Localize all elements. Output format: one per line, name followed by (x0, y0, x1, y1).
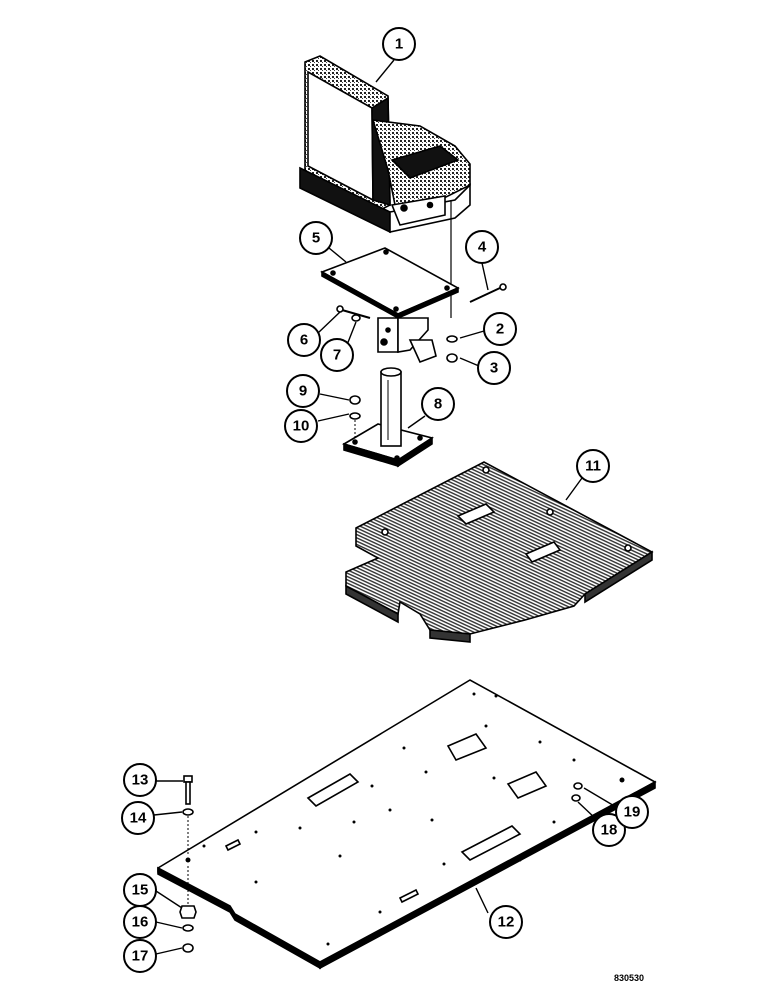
callout-18: 18 (592, 813, 626, 847)
bolt-4-part (469, 283, 507, 303)
svg-text:14: 14 (130, 810, 147, 827)
svg-text:7: 7 (333, 347, 341, 364)
callout-13: 13 (123, 763, 157, 797)
svg-text:6: 6 (300, 332, 308, 349)
callout-2: 2 (483, 312, 517, 346)
callout-12: 12 (489, 905, 523, 939)
svg-text:10: 10 (293, 418, 310, 435)
washer-16-part (182, 924, 194, 932)
bolt-13-part (183, 775, 193, 805)
seat-part (299, 55, 471, 318)
svg-text:19: 19 (624, 804, 641, 821)
callout-11: 11 (576, 449, 610, 483)
callout-9: 9 (286, 374, 320, 408)
adapter-plate-part (320, 247, 460, 320)
callout-5: 5 (299, 221, 333, 255)
nut-15-part (179, 866, 197, 919)
washer-18-part (571, 794, 581, 802)
callout-16: 16 (123, 905, 157, 939)
callout-4: 4 (465, 230, 499, 264)
callout-14: 14 (121, 801, 155, 835)
svg-text:5: 5 (312, 230, 320, 247)
svg-text:16: 16 (132, 914, 149, 931)
swivel-bracket-part (377, 317, 437, 364)
svg-text:3: 3 (490, 360, 498, 377)
callout-7: 7 (320, 338, 354, 372)
callout-6: 6 (287, 323, 321, 357)
svg-text:17: 17 (132, 948, 149, 965)
svg-text:15: 15 (132, 882, 149, 899)
callout-8: 8 (421, 387, 455, 421)
svg-text:13: 13 (132, 772, 149, 789)
svg-text:4: 4 (478, 239, 487, 256)
callout-3: 3 (477, 351, 511, 385)
washer-14-part (182, 808, 194, 856)
nut-19-part (573, 782, 583, 790)
callout-15: 15 (123, 873, 157, 907)
svg-text:12: 12 (498, 914, 515, 931)
nut-17-part (182, 943, 194, 953)
pedestal-part (342, 367, 434, 468)
svg-text:18: 18 (601, 822, 618, 839)
floor-mat-part (345, 461, 654, 643)
floor-plate-part (157, 679, 657, 970)
svg-text:8: 8 (434, 396, 442, 413)
nut-3-part (446, 353, 458, 363)
washer-10-part (349, 412, 361, 438)
svg-text:1: 1 (395, 36, 403, 53)
washer-2-part (446, 335, 458, 343)
leader-lines (153, 59, 617, 955)
drawing-reference-code: 830530 (614, 973, 644, 983)
nut-9-part (349, 395, 361, 405)
callout-10: 10 (284, 409, 318, 443)
callout-19: 19 (615, 795, 649, 829)
svg-text:2: 2 (496, 321, 504, 338)
washer-7-part (351, 314, 361, 322)
svg-text:9: 9 (299, 383, 307, 400)
svg-text:11: 11 (585, 458, 601, 475)
callout-17: 17 (123, 939, 157, 973)
callout-1: 1 (382, 27, 416, 61)
